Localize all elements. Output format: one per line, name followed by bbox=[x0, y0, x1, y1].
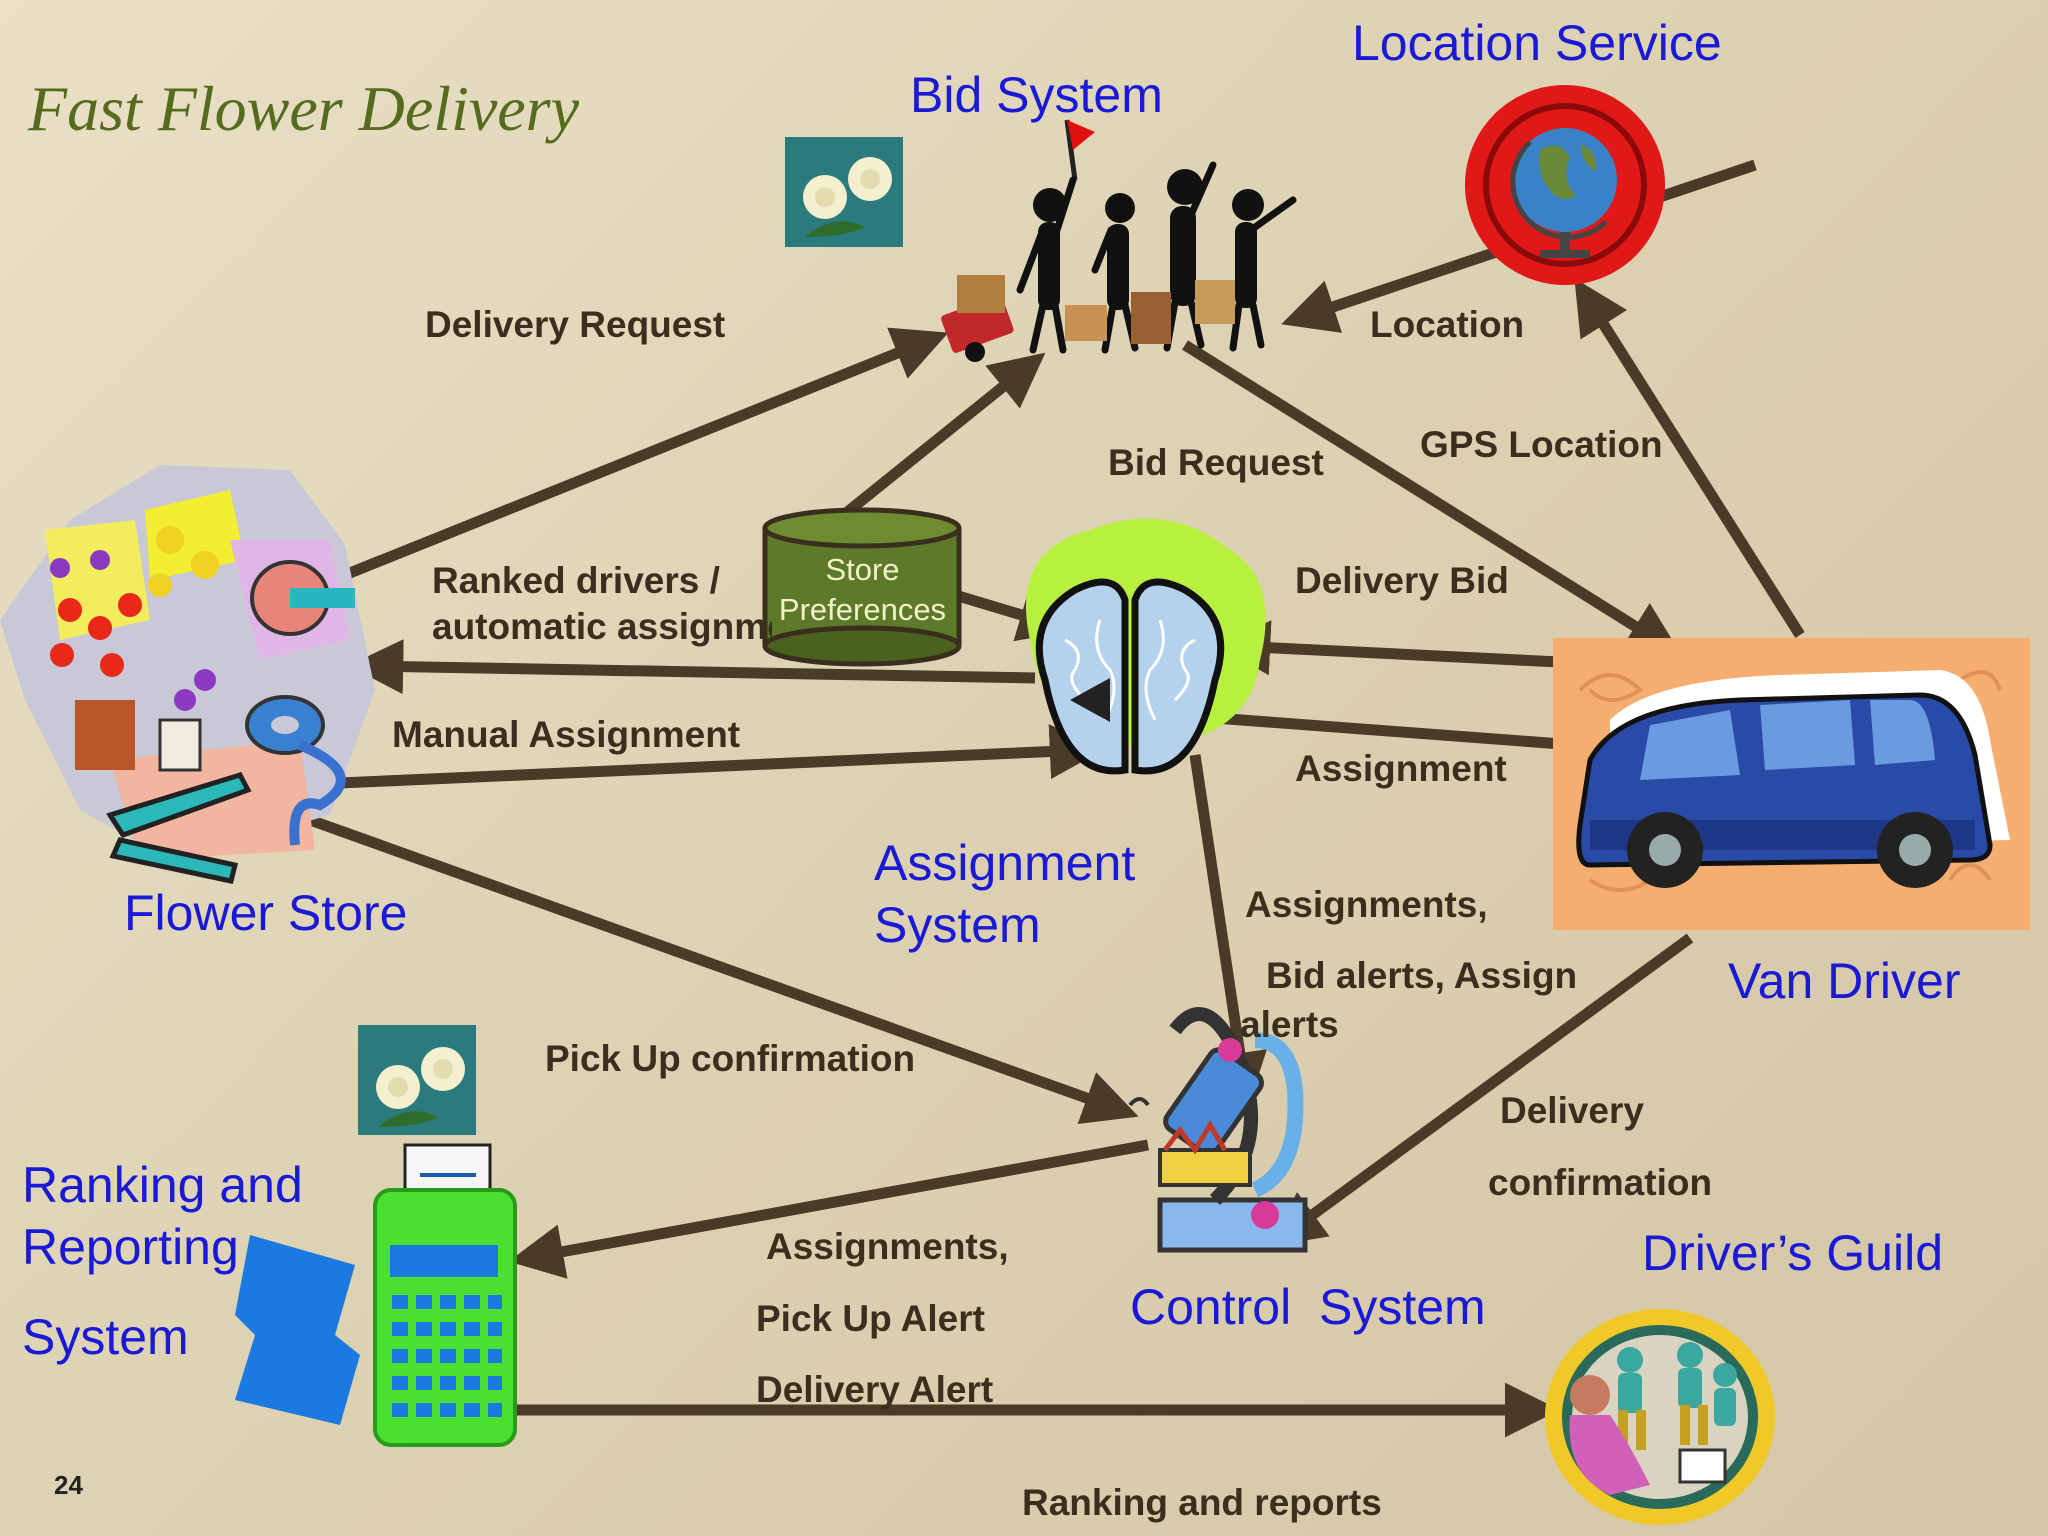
globe-icon bbox=[1465, 85, 1665, 285]
meeting-icon bbox=[1545, 1309, 1775, 1525]
arrow-manual-assignment bbox=[339, 724, 1105, 789]
edge-label-assignment: Assignment bbox=[1295, 748, 1507, 789]
edge-label-delivery-confirmation-2: confirmation bbox=[1488, 1162, 1713, 1203]
roses-icon bbox=[785, 137, 903, 247]
drivers-guild-title: Driver’s Guild bbox=[1642, 1225, 1944, 1281]
assignment-system-title-line1: Assignment bbox=[874, 835, 1136, 891]
ranking-system-title: Ranking and Reporting System bbox=[22, 1154, 303, 1368]
ranking-system-title-line1: Ranking and bbox=[22, 1157, 303, 1213]
arrow-store-pref-to-bid bbox=[821, 352, 1046, 535]
edge-label-delivery-confirmation-1: Delivery bbox=[1500, 1090, 1644, 1131]
edge-label-ranked-drivers-line2: automatic assignment bbox=[432, 606, 772, 647]
assignment-system-title: Assignment System bbox=[874, 832, 1135, 956]
van-icon bbox=[1553, 638, 2030, 930]
edge-label-ranked-drivers: Ranked drivers / automatic assignment bbox=[432, 558, 772, 650]
flower-store-title: Flower Store bbox=[124, 885, 408, 941]
page-number: 24 bbox=[54, 1470, 83, 1500]
roses-icon bbox=[358, 1025, 476, 1135]
people-group-icon bbox=[941, 119, 1297, 362]
arrow-delivery-request bbox=[317, 327, 949, 591]
location-service-title: Location Service bbox=[1352, 15, 1722, 71]
arrow-gps-location bbox=[1574, 278, 1805, 638]
brain-icon bbox=[1026, 518, 1266, 775]
edge-label-gps-location: GPS Location bbox=[1420, 424, 1663, 465]
store-preferences-database bbox=[762, 507, 962, 667]
edge-label-bid-request: Bid Request bbox=[1108, 442, 1324, 483]
ranking-system-title-line2: Reporting bbox=[22, 1219, 239, 1275]
arrow-pickup-confirmation bbox=[308, 814, 1139, 1125]
edge-label-assignments-pickup-3: Delivery Alert bbox=[756, 1369, 994, 1410]
van-driver-title: Van Driver bbox=[1728, 953, 1961, 1009]
arrow-delivery-confirmation bbox=[1269, 933, 1694, 1247]
store-preferences-label-line2: Preferences bbox=[778, 592, 947, 627]
edge-label-assignments-alerts-2: Bid alerts, Assign bbox=[1266, 955, 1578, 996]
edge-label-assignments-alerts-1: Assignments, bbox=[1245, 884, 1488, 925]
bid-system-title: Bid System bbox=[910, 67, 1163, 123]
store-preferences-label: Store Preferences bbox=[765, 550, 960, 630]
edge-label-delivery-bid: Delivery Bid bbox=[1295, 560, 1509, 601]
edge-label-assignments-alerts-3: alerts bbox=[1240, 1004, 1339, 1045]
arrow-assignment bbox=[1214, 712, 1635, 773]
ranking-system-title-line3: System bbox=[22, 1309, 189, 1365]
edge-label-assignments-pickup-1: Assignments, bbox=[766, 1226, 1009, 1267]
arrow-assignments-pickup bbox=[508, 1139, 1149, 1279]
edge-label-ranked-drivers-line1: Ranked drivers / bbox=[432, 560, 720, 601]
edge-label-location: Location bbox=[1370, 304, 1525, 345]
arrow-ranked-drivers bbox=[348, 639, 1036, 695]
slide-title: Fast Flower Delivery bbox=[28, 73, 579, 144]
arrow-assignments-alerts bbox=[1189, 754, 1267, 1108]
flowers-icon bbox=[0, 465, 375, 884]
calculator-icon bbox=[235, 1143, 517, 1447]
arrow-bid-request bbox=[1182, 340, 1682, 656]
edge-label-delivery-request: Delivery Request bbox=[425, 304, 726, 345]
edge-label-ranking-reports: Ranking and reports bbox=[1022, 1482, 1382, 1523]
edge-label-manual-assignment: Manual Assignment bbox=[392, 714, 741, 755]
store-preferences-label-line1: Store bbox=[825, 552, 900, 587]
edge-label-pickup-confirmation: Pick Up confirmation bbox=[545, 1038, 916, 1079]
microscope-icon bbox=[1128, 1007, 1308, 1253]
edge-label-assignments-pickup-2: Pick Up Alert bbox=[756, 1298, 985, 1339]
control-system-title: Control System bbox=[1130, 1279, 1486, 1335]
assignment-system-title-line2: System bbox=[874, 897, 1041, 953]
